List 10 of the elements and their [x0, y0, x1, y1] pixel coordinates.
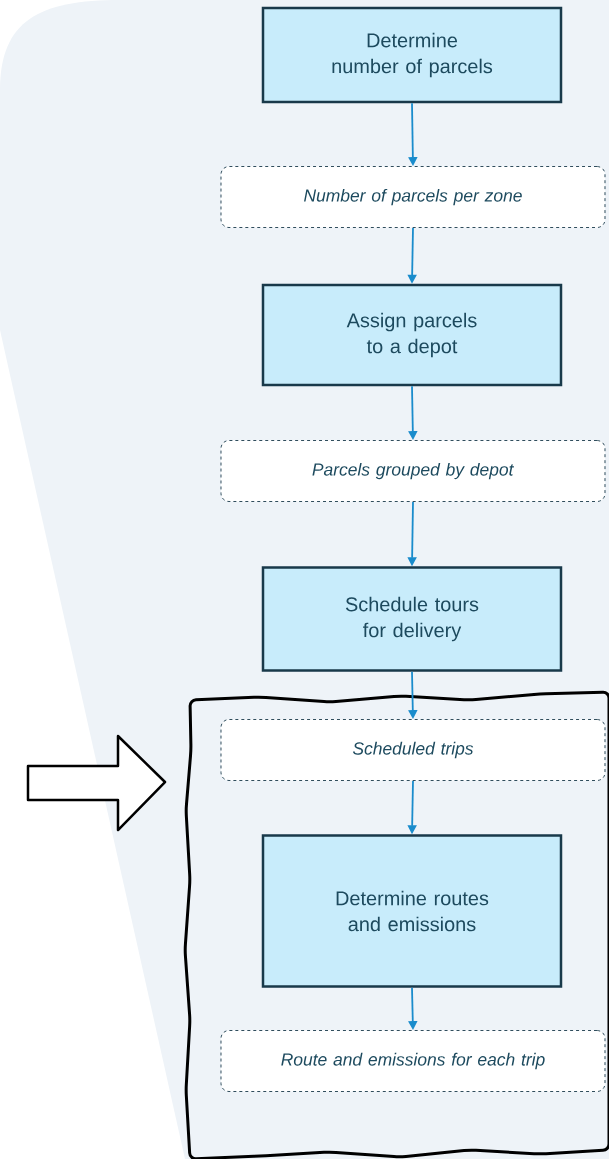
data-box: Route and emissions for each trip — [220, 1030, 606, 1092]
data-box: Parcels grouped by depot — [220, 440, 606, 502]
process-box: Determine number of parcels — [261, 6, 563, 104]
process-box: Schedule tours for delivery — [261, 566, 563, 672]
data-box: Scheduled trips — [220, 719, 606, 781]
block-arrow — [26, 734, 167, 832]
highlight-frame — [183, 690, 609, 1159]
process-box: Assign parcels to a depot — [261, 283, 563, 387]
data-box: Number of parcels per zone — [220, 166, 606, 228]
process-box: Determine routes and emissions — [261, 834, 563, 988]
